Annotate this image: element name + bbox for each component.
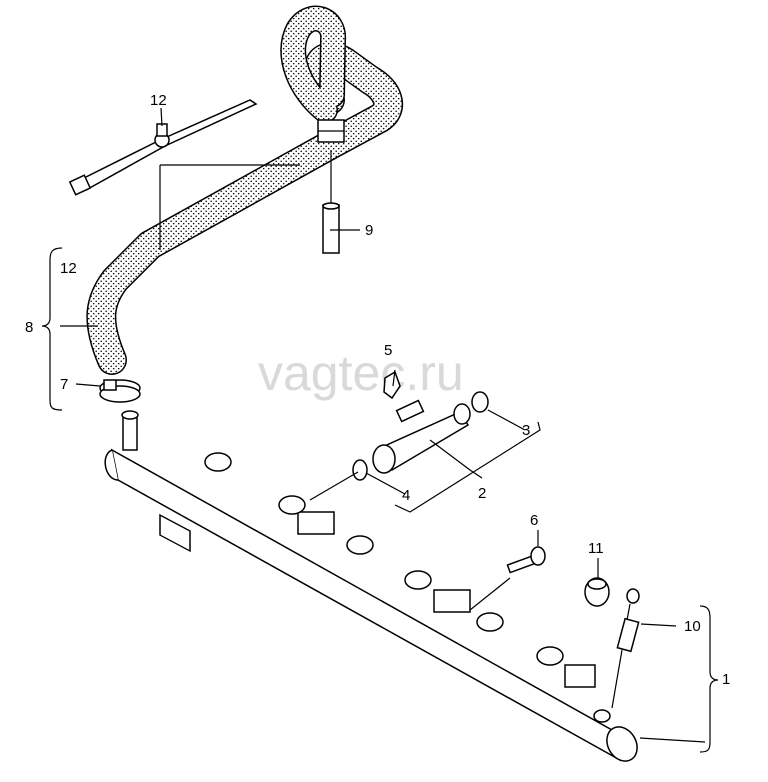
cap-part-11	[584, 577, 610, 607]
callout-8: 8	[25, 319, 33, 336]
o-ring-part-3	[471, 391, 489, 413]
pipe-part-9	[322, 150, 340, 254]
callout-9: 9	[365, 222, 373, 239]
callout-10: 10	[684, 618, 701, 635]
bolt-part-6	[506, 546, 546, 574]
o-ring-part-4	[352, 459, 368, 481]
callout-4: 4	[402, 487, 410, 504]
callout-7: 7	[60, 376, 68, 393]
injector-cups	[204, 452, 564, 666]
watermark: vagtec.ru	[258, 345, 464, 401]
callout-11: 11	[588, 540, 604, 557]
callout-3: 3	[522, 422, 530, 439]
callout-2: 2	[478, 485, 486, 502]
fuel-rail-part-1	[104, 410, 638, 762]
clip-part-5	[383, 370, 401, 400]
sensor-part-10	[611, 588, 640, 709]
callout-12-side: 12	[60, 260, 77, 277]
hose-clamp-part-7	[99, 379, 141, 403]
callout-1: 1	[722, 671, 730, 688]
cable-tie-part-12	[68, 99, 258, 196]
callout-12-top: 12	[150, 92, 167, 109]
fuel-injector-part-2	[372, 399, 471, 474]
callout-5: 5	[384, 342, 392, 359]
callout-6: 6	[530, 512, 538, 529]
fuel-hose	[86, 5, 404, 375]
